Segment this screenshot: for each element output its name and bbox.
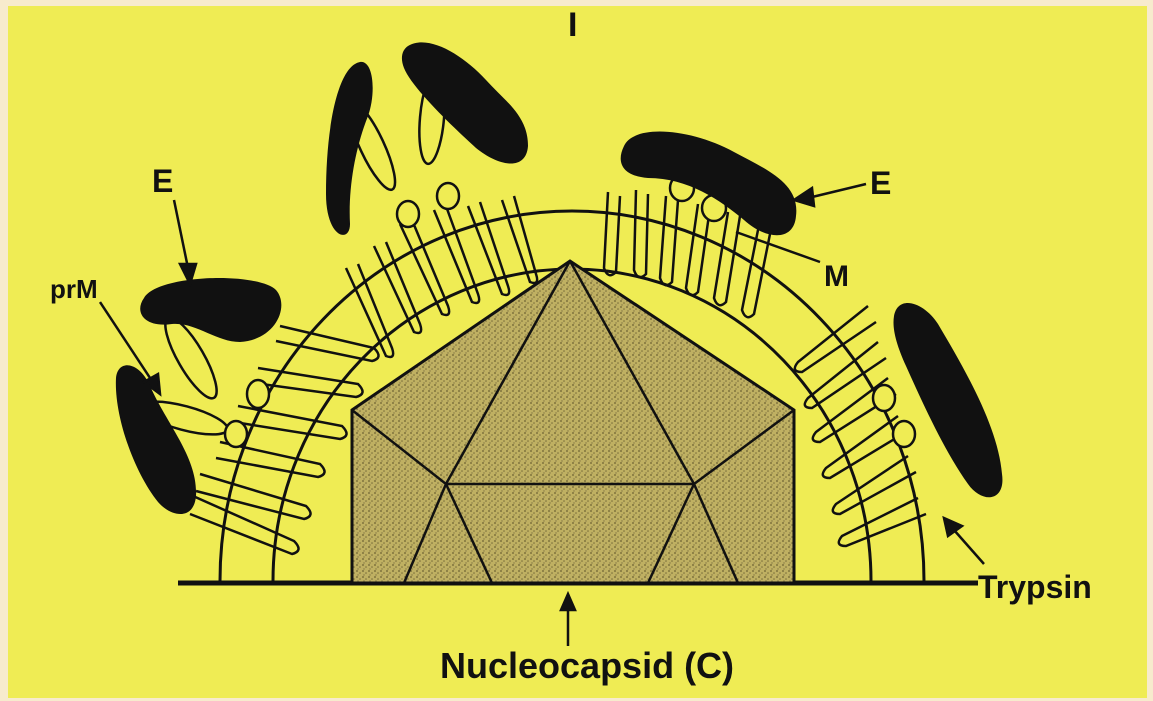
flavivirus-diagram: I E prM E M Trypsin Nucleocapsid (C) xyxy=(8,6,1147,698)
label-nucleocapsid: Nucleocapsid (C) xyxy=(440,645,734,686)
label-trypsin: Trypsin xyxy=(978,569,1092,605)
label-e-left: E xyxy=(152,163,173,199)
label-prm: prM xyxy=(50,274,98,304)
label-top-mark: I xyxy=(568,6,577,44)
label-m: M xyxy=(824,260,849,293)
label-e-right: E xyxy=(870,165,891,201)
